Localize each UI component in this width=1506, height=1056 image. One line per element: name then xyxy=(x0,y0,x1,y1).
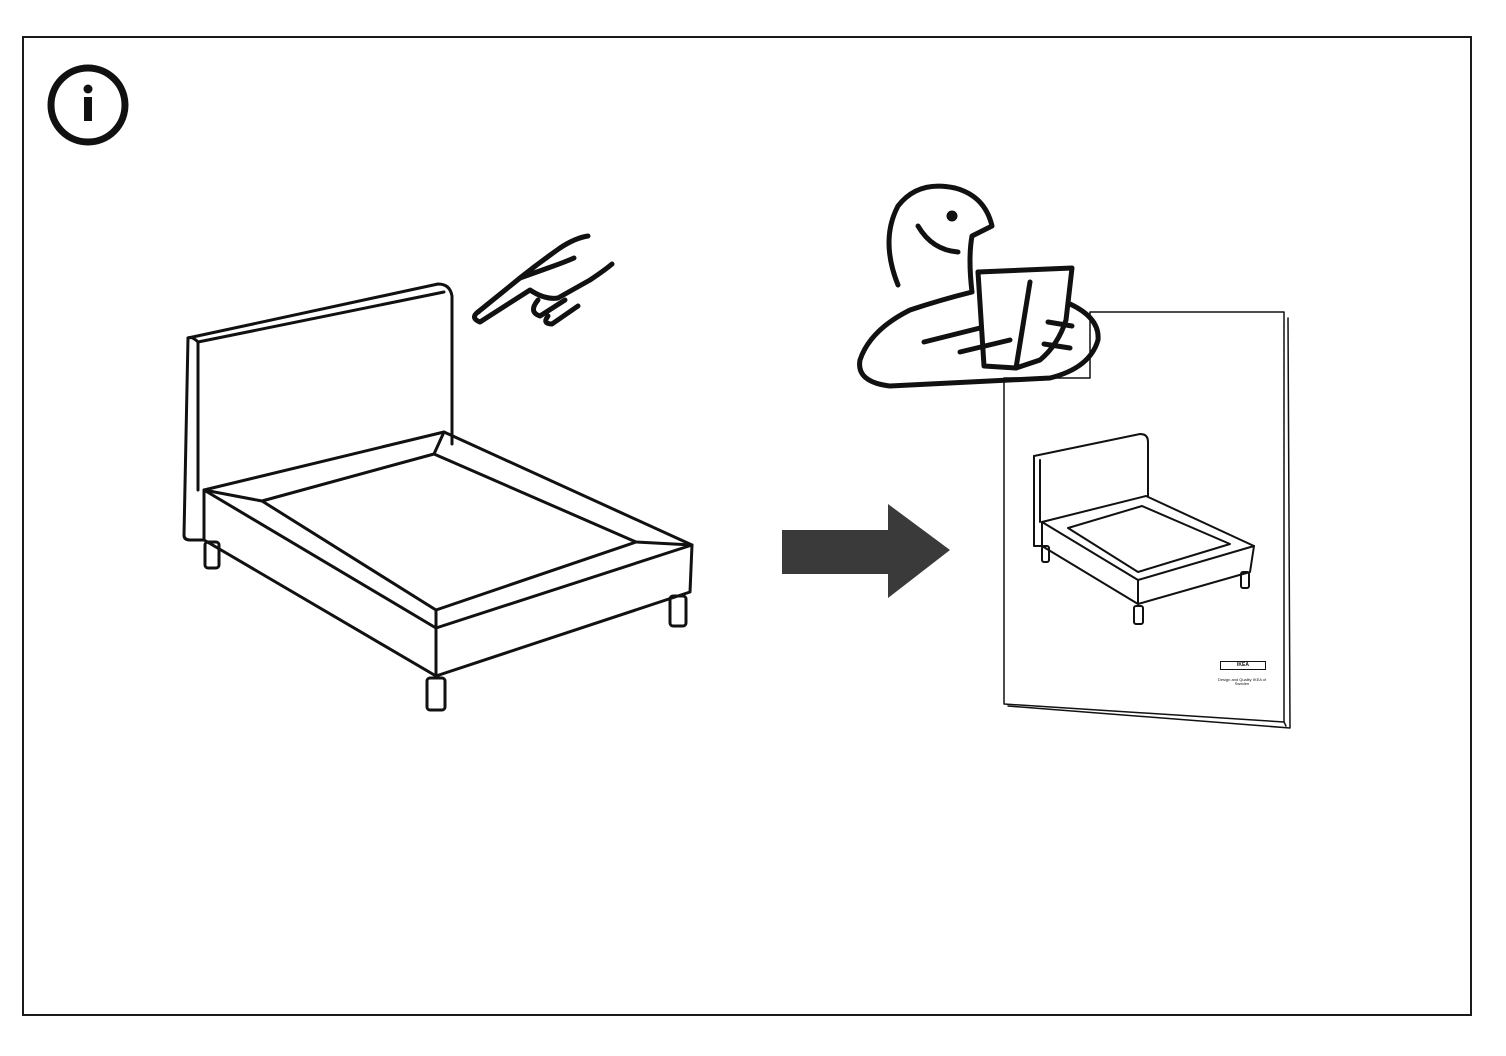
manual-tagline: Design and Quality IKEA of Sweden xyxy=(1217,677,1267,687)
right-arrow-icon xyxy=(782,504,950,598)
instruction-manual xyxy=(1003,311,1291,729)
person-reading-manual-icon xyxy=(857,183,1101,389)
pointing-hand-icon xyxy=(472,233,615,327)
manual-logo: IKEA xyxy=(1220,661,1266,671)
upholstered-bed-frame xyxy=(182,282,694,712)
info-circle-icon xyxy=(47,64,129,146)
page-frame xyxy=(22,36,1472,1016)
